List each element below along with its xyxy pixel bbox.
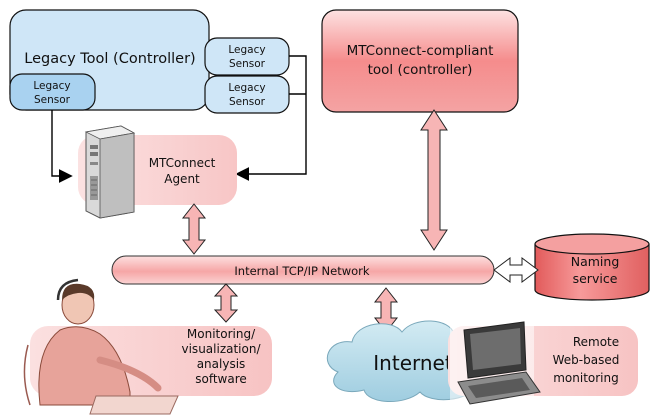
- arrow-agent-network: [181, 203, 207, 255]
- monitoring-line3: analysis: [197, 357, 246, 371]
- naming-service-node: Naming service: [534, 233, 650, 301]
- naming-line1: Naming: [571, 254, 620, 269]
- laptop-icon: [450, 318, 541, 414]
- connector-left-sensor: [51, 110, 73, 183]
- legacy-sensor-top-line2: Sensor: [229, 58, 266, 70]
- server-icon: [84, 125, 136, 219]
- internal-network-node: Internal TCP/IP Network: [111, 255, 495, 285]
- legacy-tool-label: Legacy Tool (Controller): [24, 51, 195, 67]
- arrow-network-monitoring: [213, 283, 239, 323]
- person-at-computer-icon: [23, 278, 179, 415]
- legacy-sensor-top-line1: Legacy: [228, 44, 265, 56]
- legacy-sensor-bottom-line1: Legacy: [228, 82, 265, 94]
- monitoring-line2: visualization/: [182, 342, 262, 356]
- arrow-network-naming: [493, 257, 539, 283]
- legacy-sensor-left-line1: Legacy: [33, 80, 70, 92]
- legacy-sensor-bottom: Legacy Sensor: [204, 75, 290, 114]
- mtc-tool-line2: tool (controller): [368, 62, 473, 78]
- legacy-sensor-left-line2: Sensor: [34, 94, 71, 106]
- mtc-tool-line1: MTConnect-compliant: [347, 43, 494, 59]
- remote-line1: Remote: [573, 335, 619, 349]
- remote-line3: monitoring: [553, 371, 619, 385]
- monitoring-line1: Monitoring/: [187, 327, 256, 341]
- monitoring-line4: software: [195, 372, 247, 386]
- mtconnect-tool-node: MTConnect-compliant tool (controller): [321, 9, 519, 113]
- agent-label-line1: MTConnect: [149, 156, 216, 170]
- legacy-sensor-left: Legacy Sensor: [9, 73, 96, 111]
- connector-right-sensors: [235, 55, 307, 181]
- internet-label: Internet: [373, 351, 453, 375]
- legacy-sensor-top: Legacy Sensor: [204, 37, 290, 76]
- sensor-to-agent-connectors: [51, 55, 307, 183]
- naming-line2: service: [573, 271, 618, 286]
- legacy-sensor-bottom-line2: Sensor: [229, 96, 266, 108]
- agent-label-line2: Agent: [164, 172, 200, 186]
- arrow-tool-network: [420, 109, 448, 251]
- remote-line2: Web-based: [553, 353, 620, 367]
- network-label: Internal TCP/IP Network: [234, 264, 370, 278]
